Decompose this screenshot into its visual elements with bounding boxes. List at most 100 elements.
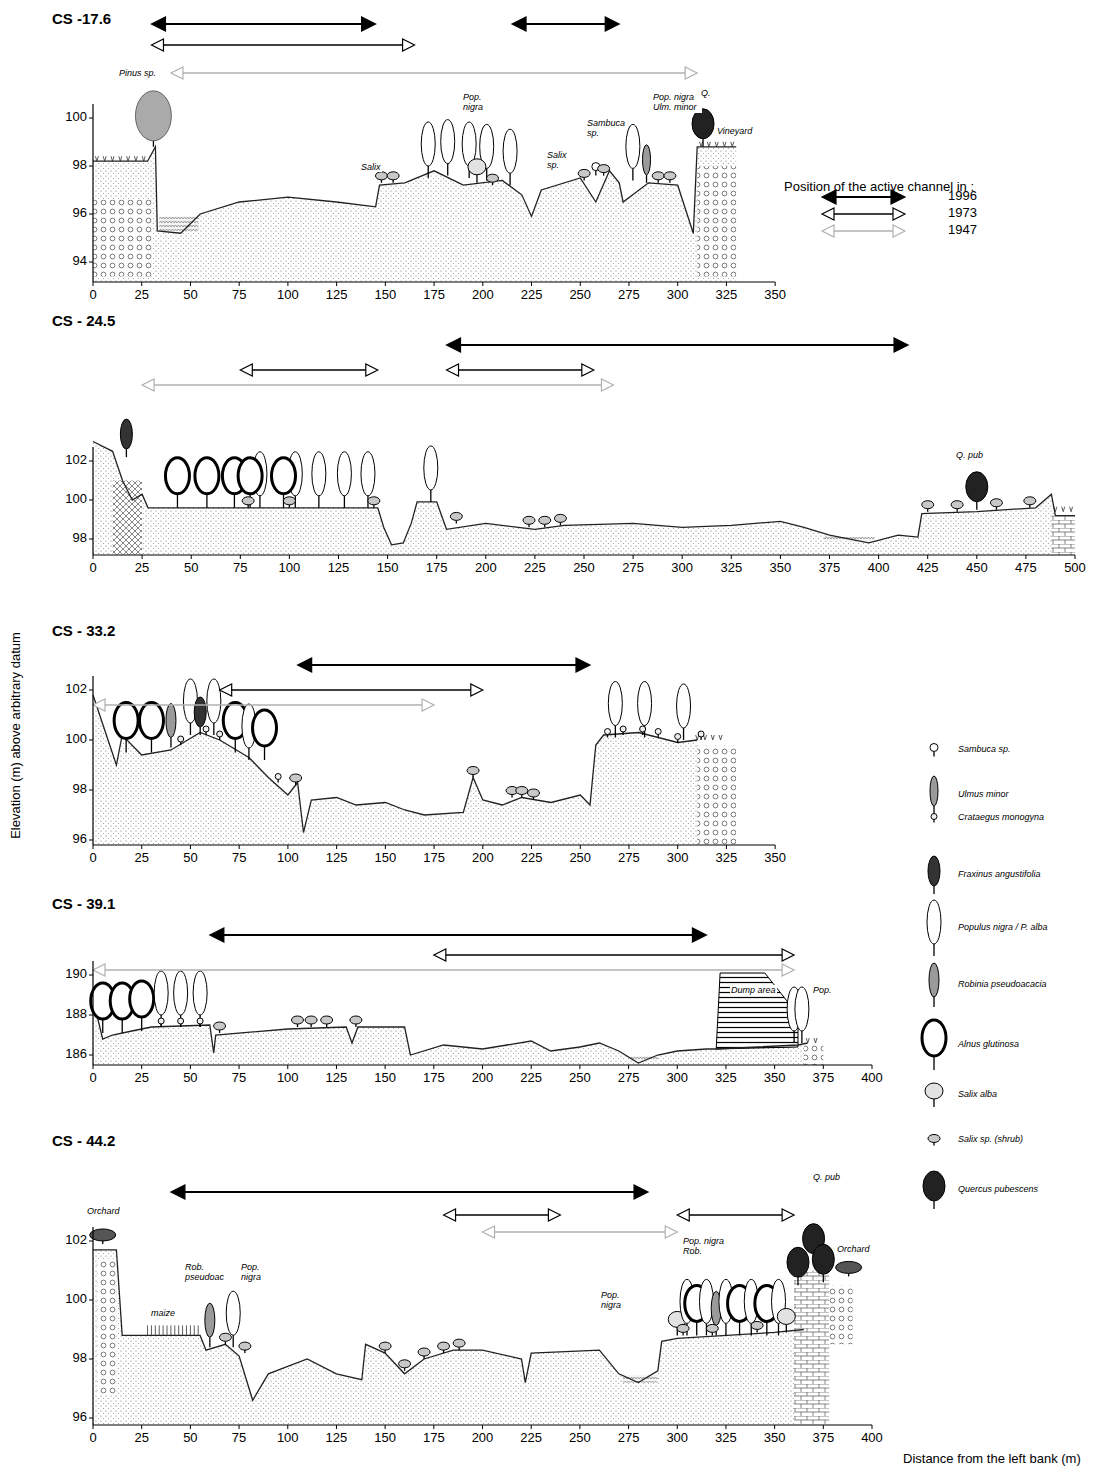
tree-trunk <box>933 1201 934 1209</box>
x-tick-label: 125 <box>326 1431 348 1446</box>
x-tick-label: 175 <box>423 851 445 866</box>
tree-crown <box>468 159 486 175</box>
arrow-head <box>692 928 706 942</box>
x-tick-label: 75 <box>233 561 247 576</box>
vegetation-label: Pop. nigra <box>462 92 498 113</box>
tree-crown <box>441 120 455 164</box>
arrow-head <box>403 39 415 51</box>
ground-profile <box>93 695 697 833</box>
tree-crown <box>922 501 934 509</box>
y-tick-label: 96 <box>73 832 87 847</box>
tree-crown <box>626 124 640 168</box>
tick-mark <box>239 282 240 286</box>
x-tick-label: 75 <box>232 851 246 866</box>
x-tick-label: 125 <box>328 561 350 576</box>
x-tick-label: 125 <box>326 1071 348 1086</box>
tick-mark <box>878 555 879 559</box>
tick-mark <box>93 845 94 849</box>
legend-species: Robinia pseudoacacia <box>958 979 1047 989</box>
vegetation-label: Salix sp. <box>546 150 578 171</box>
tick-mark <box>677 1425 678 1429</box>
legend-year: 1947 <box>948 223 977 238</box>
tick-mark <box>89 1418 93 1419</box>
maize-mark <box>170 1325 171 1335</box>
vegetation-label: Salix <box>360 162 382 172</box>
tick-mark <box>190 1065 191 1069</box>
tree-crown <box>554 514 566 522</box>
tree-trunk <box>233 1335 234 1347</box>
tree-crown <box>675 734 681 740</box>
tick-mark <box>338 555 339 559</box>
tree-crown <box>321 1016 333 1024</box>
tree-crown <box>158 1018 164 1024</box>
tree-crown <box>931 814 937 820</box>
x-tick-label: 200 <box>472 851 494 866</box>
x-tick-label: 450 <box>966 561 988 576</box>
tree-crown <box>203 726 209 732</box>
vegetation-label: Rob. pseudoac <box>184 1262 232 1283</box>
x-tick-label: 250 <box>569 1431 591 1446</box>
tick-mark <box>579 1065 580 1069</box>
tick-mark <box>534 555 535 559</box>
arrow-head <box>422 699 434 711</box>
tree-crown <box>135 91 171 141</box>
tree-trunk <box>933 752 934 757</box>
tick-mark <box>89 118 93 119</box>
tick-mark <box>289 555 290 559</box>
grass-mark <box>711 735 714 740</box>
tree-trunk <box>430 490 431 502</box>
y-tick-label: 190 <box>65 967 87 982</box>
grass-mark <box>731 142 734 147</box>
channel-arrow <box>182 72 686 73</box>
tick-mark <box>239 845 240 849</box>
y-tick-label: 98 <box>73 531 87 546</box>
bank-texture <box>697 166 736 276</box>
x-tick-label: 325 <box>716 851 738 866</box>
x-tick-label: 300 <box>666 1071 688 1086</box>
grass-mark <box>715 142 718 147</box>
tick-mark <box>434 282 435 286</box>
tree-crown <box>467 767 479 775</box>
x-tick-label: 325 <box>715 1431 737 1446</box>
x-tick-label: 75 <box>232 1071 246 1086</box>
x-tick-label: 125 <box>326 851 348 866</box>
section-title: CS - 44.2 <box>52 1132 115 1149</box>
maize-mark <box>147 1325 148 1335</box>
arrow-head <box>893 225 905 237</box>
tree-trunk <box>976 502 977 510</box>
tree-crown <box>930 744 938 752</box>
tick-mark <box>190 845 191 849</box>
tree-trunk <box>190 723 191 735</box>
tick-mark <box>336 282 337 286</box>
tree-trunk <box>206 494 207 508</box>
vegetation-label: maize <box>150 1308 176 1318</box>
x-tick-label: 225 <box>521 851 543 866</box>
bank-texture <box>829 1285 852 1344</box>
tick-mark <box>482 1425 483 1429</box>
tree-crown <box>214 1022 226 1030</box>
tick-mark <box>142 555 143 559</box>
tick-mark <box>89 1015 93 1016</box>
tree-crown <box>379 1342 391 1350</box>
x-tick-label: 500 <box>1064 561 1086 576</box>
vegetation-label: Pop. <box>812 985 833 995</box>
tick-mark <box>726 845 727 849</box>
y-tick-label: 98 <box>73 1351 87 1366</box>
tree-trunk <box>200 727 201 735</box>
tree-crown <box>925 1083 943 1099</box>
ground-profile <box>93 1250 804 1401</box>
tree-trunk <box>595 171 596 176</box>
y-tick-label: 94 <box>73 254 87 269</box>
tree-crown <box>178 1018 184 1024</box>
vegetation-label: Sambuca sp. <box>586 118 626 139</box>
tick-mark <box>725 1425 726 1429</box>
tree-trunk <box>177 494 178 508</box>
tree-crown <box>399 1360 411 1368</box>
ground-fill <box>93 1250 804 1425</box>
tick-mark <box>89 1300 93 1301</box>
x-tick-label: 150 <box>374 1431 396 1446</box>
x-tick-label: 400 <box>861 1431 883 1446</box>
tree-crown <box>706 1324 718 1332</box>
vegetation-label: Pop. nigra Rob. <box>682 1236 728 1257</box>
vegetation-label: Q. <box>700 88 712 98</box>
